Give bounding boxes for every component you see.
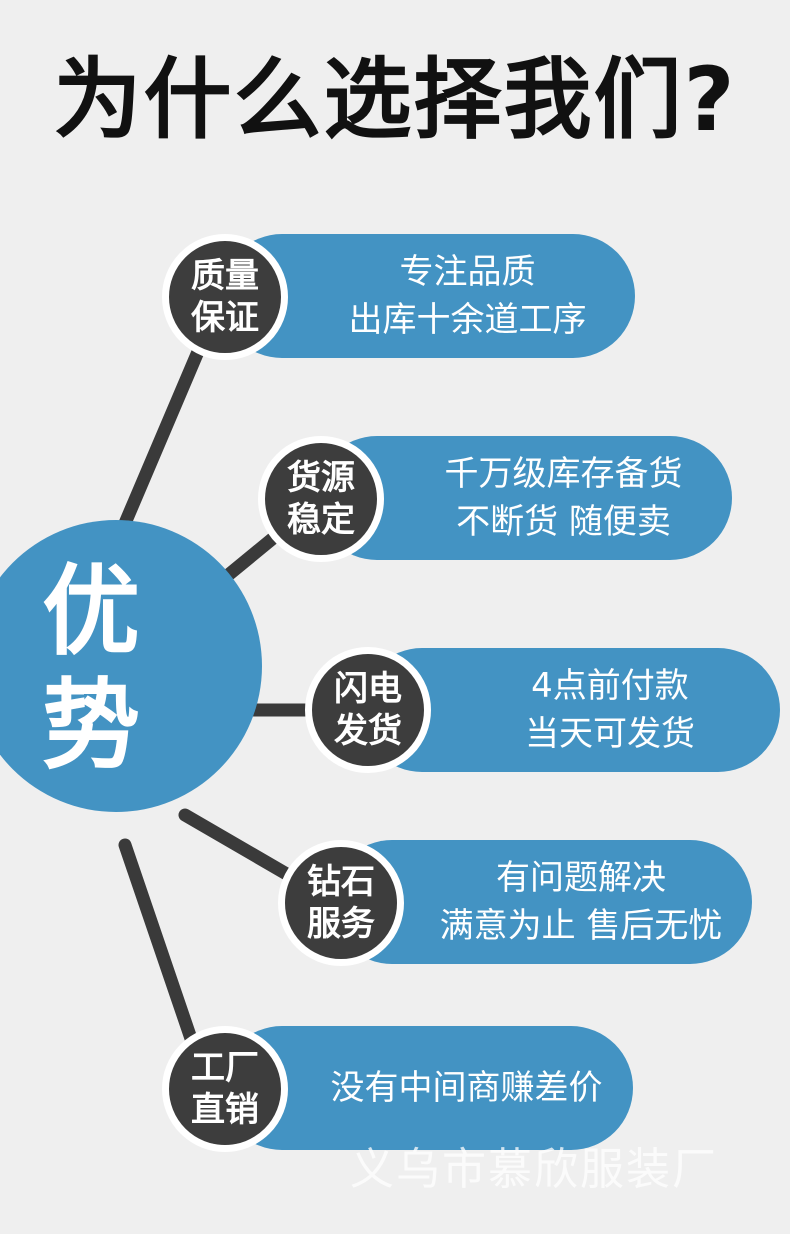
pill-text-line-1: 4点前付款: [531, 666, 689, 706]
badge-service: 钻石 服务: [278, 840, 404, 966]
hub-line-2: 势: [41, 669, 140, 783]
pill-text-line-1: 有问题解决: [496, 858, 666, 898]
pill-text-line-2: 当天可发货: [525, 714, 695, 754]
badge-line-1: 工厂: [191, 1048, 259, 1088]
watermark-text: 义乌市慕欣服装厂: [350, 1144, 718, 1195]
pill-text-line-2: 不断货 随便卖: [456, 502, 671, 542]
advantage-pill-service: 有问题解决 满意为止 售后无忧: [330, 840, 752, 964]
advantage-pill-quality: 专注品质 出库十余道工序: [220, 234, 635, 358]
badge-direct: 工厂 直销: [162, 1026, 288, 1152]
badge-line-2: 服务: [307, 904, 375, 944]
badge-line-2: 直销: [191, 1090, 259, 1130]
badge-shipping: 闪电 发货: [305, 647, 431, 773]
badge-line-2: 发货: [334, 711, 402, 751]
badge-line-1: 钻石: [307, 862, 375, 902]
badge-supply: 货源 稳定: [258, 436, 384, 562]
pill-text-line-2: 满意为止 售后无忧: [439, 906, 723, 946]
advantage-hub-label: 优 势: [26, 555, 156, 783]
pill-text-line-1: 专注品质: [399, 252, 536, 292]
badge-quality: 质量 保证: [162, 234, 288, 360]
badge-line-1: 质量: [191, 256, 259, 296]
page-title: 为什么选择我们?: [53, 48, 737, 151]
advantage-pill-direct: 没有中间商赚差价: [220, 1026, 633, 1150]
badge-line-2: 稳定: [287, 500, 355, 540]
badge-line-1: 闪电: [334, 669, 402, 709]
hub-line-1: 优: [41, 555, 140, 669]
pill-text-line-1: 千万级库存备货: [444, 454, 683, 494]
badge-line-1: 货源: [287, 458, 355, 498]
badge-line-2: 保证: [191, 298, 259, 338]
pill-text-line-1: 没有中间商赚差价: [330, 1068, 603, 1108]
advantage-pill-supply: 千万级库存备货 不断货 随便卖: [315, 436, 732, 560]
pill-text-line-2: 出库十余道工序: [348, 300, 587, 340]
advantage-hub: [0, 520, 262, 812]
